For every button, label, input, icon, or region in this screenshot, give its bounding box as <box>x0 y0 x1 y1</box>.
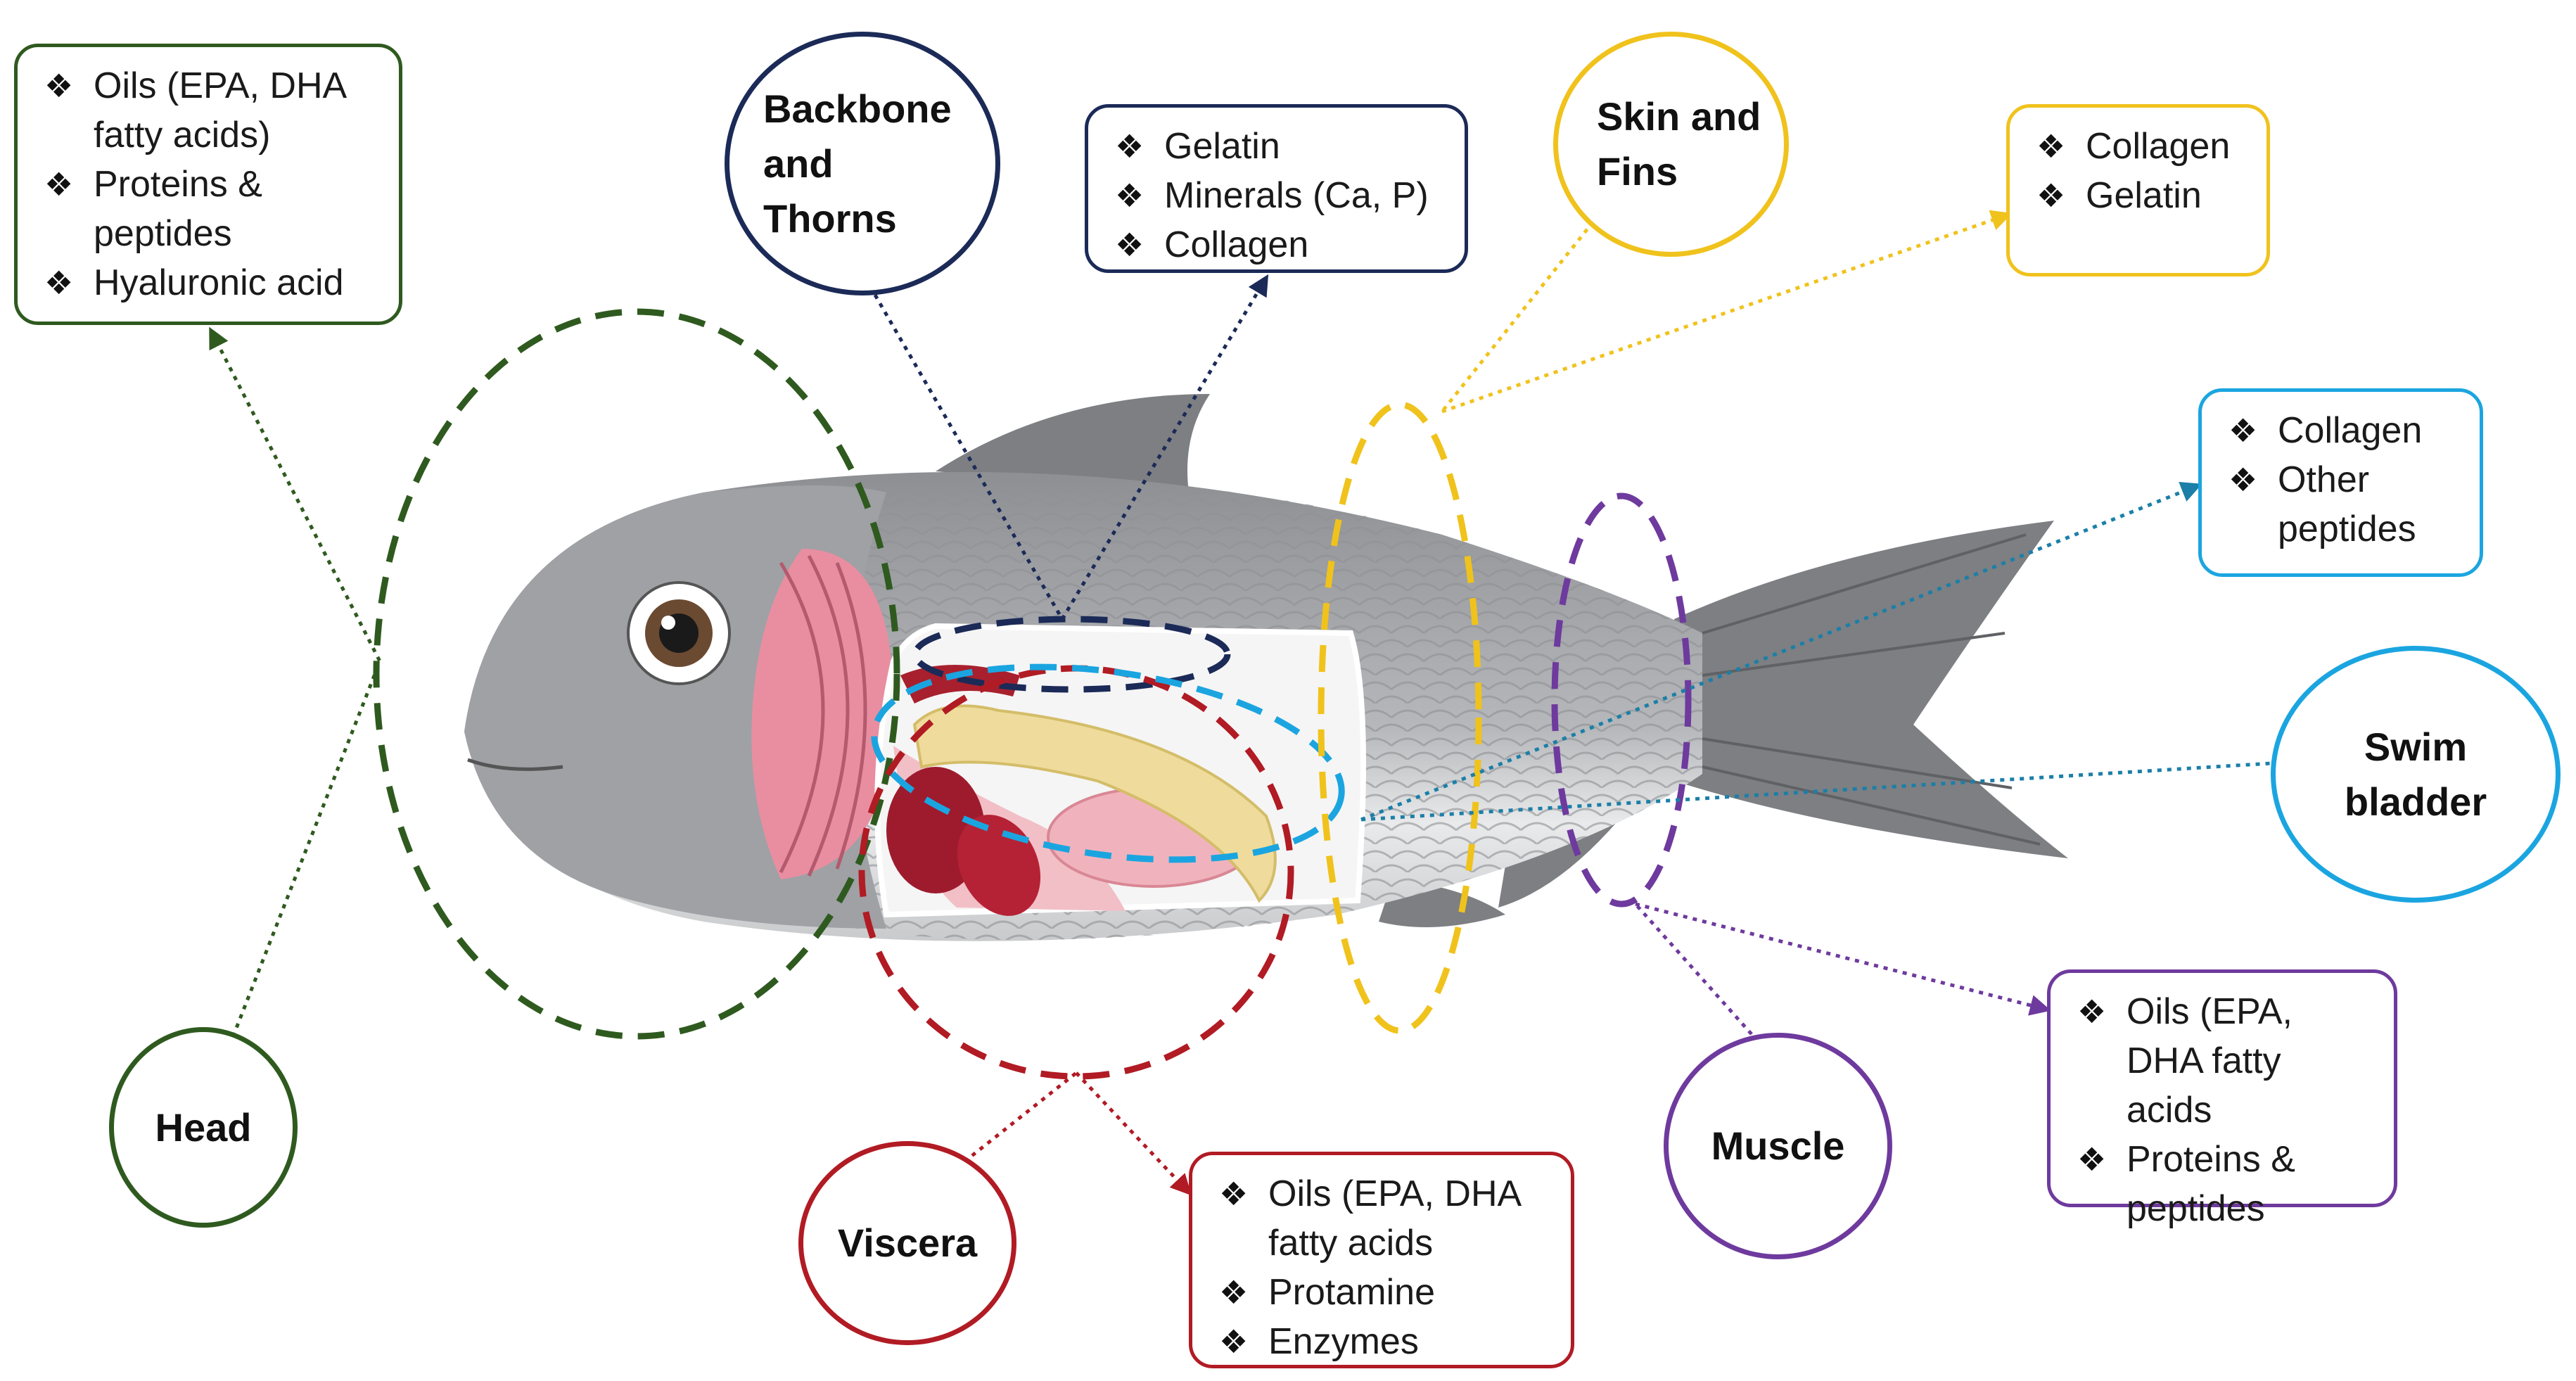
viscera-components-box: ❖Oils (EPA, DHA fatty acids ❖Protamine ❖… <box>1189 1152 1574 1368</box>
skin-region-ellipse <box>1318 401 1482 1034</box>
tail-fin <box>1674 521 2068 858</box>
backbone-item: ❖Gelatin <box>1115 126 1280 167</box>
head-components-box: ❖Oils (EPA, DHA fatty acids) ❖Proteins &… <box>14 44 402 325</box>
muscle-label: Muscle <box>1664 1033 1892 1259</box>
muscle-components-box: ❖Oils (EPA, DHA fatty acids ❖Proteins & … <box>2047 969 2397 1229</box>
swim-bladder-label: Swim bladder <box>2271 646 2561 903</box>
head-item: ❖Proteins & peptides <box>44 164 262 254</box>
skin-components-box: ❖Collagen ❖Gelatin <box>2006 104 2270 276</box>
viscera-item: ❖Protamine <box>1219 1272 1435 1313</box>
head-region-ellipse <box>373 308 900 1040</box>
muscle-region-ellipse <box>1551 492 1692 908</box>
skin-label: Skin and Fins <box>1553 32 1789 257</box>
backbone-item: ❖Collagen <box>1115 224 1309 265</box>
backbone-item: ❖Minerals (Ca, P) <box>1115 175 1429 216</box>
skin-item: ❖Gelatin <box>2036 175 2202 216</box>
viscera-item: ❖Oils (EPA, DHA fatty acids <box>1219 1173 1520 1264</box>
backbone-components-box: ❖Gelatin ❖Minerals (Ca, P) ❖Collagen <box>1085 104 1468 273</box>
swim-bladder-region-ellipse <box>871 663 1345 863</box>
swim-bladder-components-box: ❖Collagen ❖Other peptides <box>2198 388 2483 577</box>
swim-bladder-item: ❖Other peptides <box>2229 459 2416 549</box>
swim-bladder-organ <box>912 704 1277 903</box>
skin-item: ❖Collagen <box>2036 126 2231 167</box>
head-label: Head <box>109 1027 298 1228</box>
dorsal-fin <box>936 394 1210 492</box>
viscera-label: Viscera <box>798 1141 1016 1345</box>
backbone-region-ellipse <box>912 616 1231 693</box>
head-item: ❖Oils (EPA, DHA fatty acids) <box>44 65 345 155</box>
viscera-item: ❖Enzymes <box>1219 1321 1419 1362</box>
muscle-item: ❖Proteins & peptides <box>2077 1139 2295 1229</box>
backbone-label: Backbone and Thorns <box>725 32 1000 295</box>
swim-bladder-item: ❖Collagen <box>2229 410 2423 451</box>
muscle-item: ❖Oils (EPA, DHA fatty acids <box>2077 991 2293 1131</box>
head-item: ❖Hyaluronic acid <box>44 262 344 303</box>
